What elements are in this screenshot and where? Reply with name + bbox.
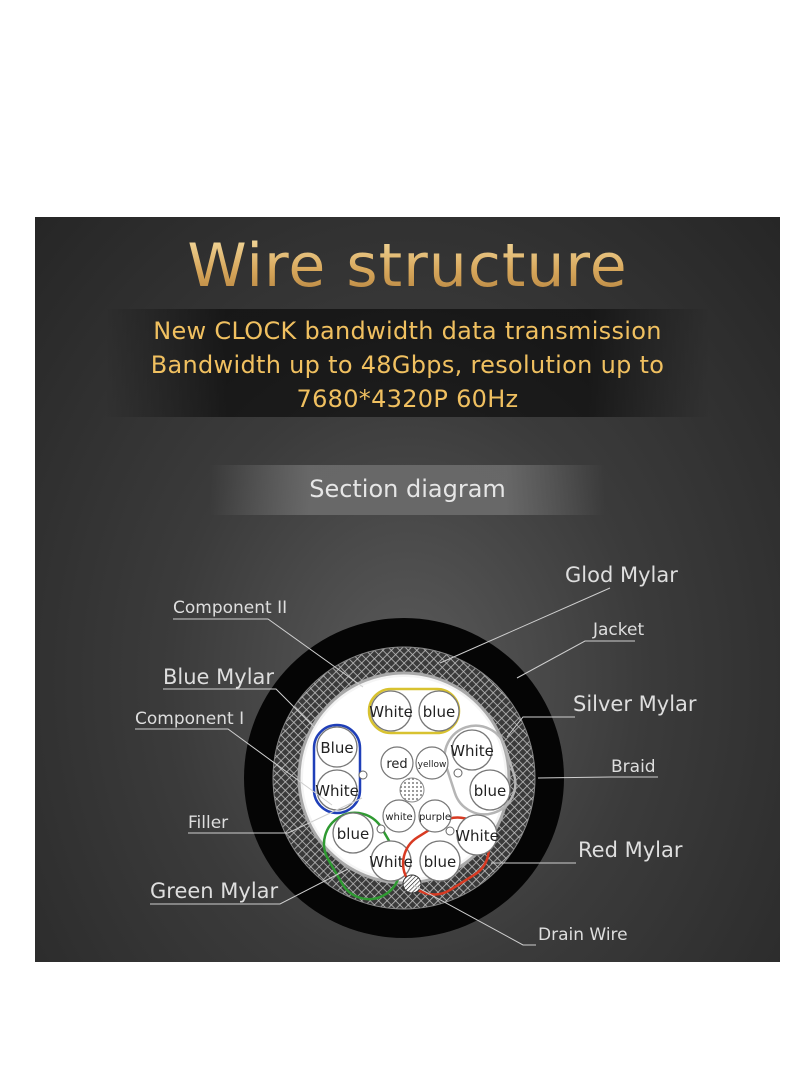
leader-component-i [135,728,333,806]
drain-strand-icon [358,770,368,780]
wire-label: blue [337,825,369,843]
callout-green-mylar: Green Mylar [150,879,279,903]
wire-label: blue [474,782,506,800]
wire-purple [418,799,452,833]
callout-blue-mylar: Blue Mylar [163,665,274,689]
page-title: Wire structure [35,231,780,301]
callout-component-i: Component I [135,709,244,729]
leader-braid [537,776,658,779]
drain-strand-icon [445,826,455,836]
wire-white [370,840,412,882]
wire-blue [469,769,511,811]
center-filler [399,777,425,803]
wire-structure-panel: Wire structure New CLOCK bandwidth data … [35,217,780,962]
leader-component-ii [173,618,364,688]
subtitle-line-1: New CLOCK bandwidth data transmission [153,317,662,345]
section-band [210,465,605,515]
callout-glod-mylar: Glod Mylar [565,563,678,587]
cable-cross-section-diagram: White blue Blue White White blue blue Wh… [135,563,697,946]
wire-white [451,729,493,771]
wire-blue [418,690,460,732]
wire-label: Blue [320,739,353,757]
leader-blue-mylar [163,688,315,728]
callout-filler: Filler [188,813,228,833]
subtitle-line-3: 7680*4320P 60Hz [296,385,519,413]
leader-green-mylar [150,868,349,905]
callout-braid: Braid [611,757,656,777]
wire-white [456,814,498,856]
wire-label: yellow [418,760,447,770]
callout-component-ii: Component II [173,598,287,618]
silver-mylar-wrap [443,724,517,816]
wire-label: white [385,812,412,823]
wire-label: White [369,853,413,871]
callout-red-mylar: Red Mylar [578,838,683,862]
wire-blue [332,812,374,854]
wire-white [382,799,416,833]
subtitle-band [105,309,710,417]
leader-drain-wire [412,884,536,946]
leader-silver-mylar [506,716,575,738]
section-label: Section diagram [309,475,506,503]
drain-strand-icon [376,824,386,834]
wire-label: red [386,757,407,772]
wire-label: purple [419,812,451,823]
wire-label: White [315,782,359,800]
leader-glod-mylar [439,587,611,664]
wire-label: blue [423,703,455,721]
wire-blue [316,726,358,768]
wire-label: White [450,742,494,760]
drain-wire [402,874,422,894]
callout-drain-wire: Drain Wire [538,925,628,945]
wire-blue [419,840,461,882]
subtitle-line-2: Bandwidth up to 48Gbps, resolution up to [150,351,665,379]
wire-label: blue [424,853,456,871]
wire-red [380,746,414,780]
wire-yellow [415,746,449,780]
blue-mylar-wrap [312,723,362,815]
wire-label: White [455,827,499,845]
leader-jacket [516,640,635,679]
wire-label: White [369,703,413,721]
drain-strand-icon [453,768,463,778]
callout-silver-mylar: Silver Mylar [573,692,697,716]
leader-filler [188,797,363,834]
callout-jacket: Jacket [592,620,644,640]
wire-white [370,690,412,732]
